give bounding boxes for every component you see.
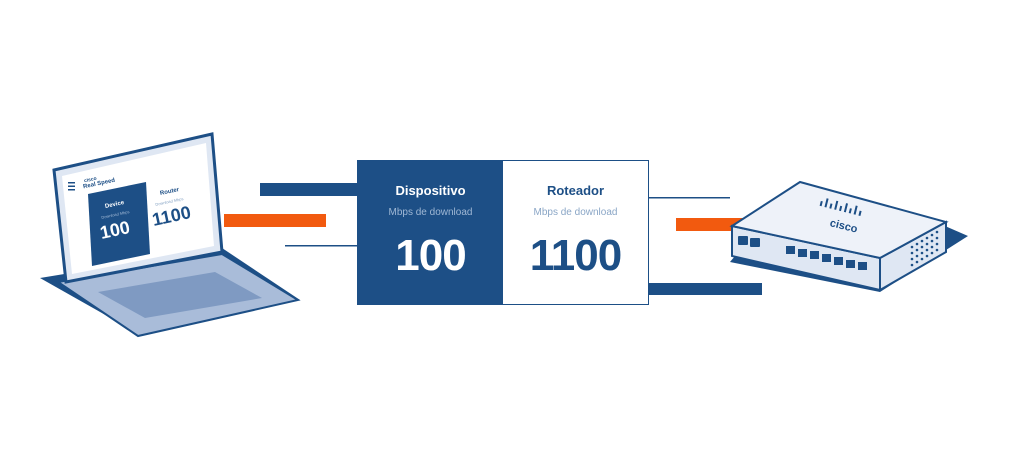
router-illustration: cisco (729, 180, 968, 292)
router-value: 1100 (529, 231, 622, 280)
device-panel: Dispositivo Mbps de download 100 (358, 161, 503, 304)
device-value: 100 (395, 231, 466, 280)
router-panel: Roteador Mbps de download 1100 (503, 161, 648, 304)
speed-comparison-card: Dispositivo Mbps de download 100 Roteado… (357, 160, 649, 305)
ethernet-ports (738, 236, 867, 270)
orange-line-right (676, 218, 744, 231)
router-subtitle: Mbps de download (533, 207, 618, 218)
device-title: Dispositivo (395, 183, 466, 198)
orange-line-left (224, 214, 326, 227)
router-title: Roteador (546, 183, 605, 198)
navy-line-right (622, 283, 762, 295)
connector-lines (224, 183, 762, 295)
vent-dots (910, 230, 939, 267)
thin-line-right (630, 197, 730, 199)
device-subtitle: Mbps de download (388, 207, 473, 218)
navy-line-left (260, 183, 358, 196)
laptop-illustration (40, 132, 301, 338)
menu-icon (68, 182, 75, 191)
cisco-logo-icon (819, 198, 862, 216)
thin-line-left (285, 245, 357, 247)
